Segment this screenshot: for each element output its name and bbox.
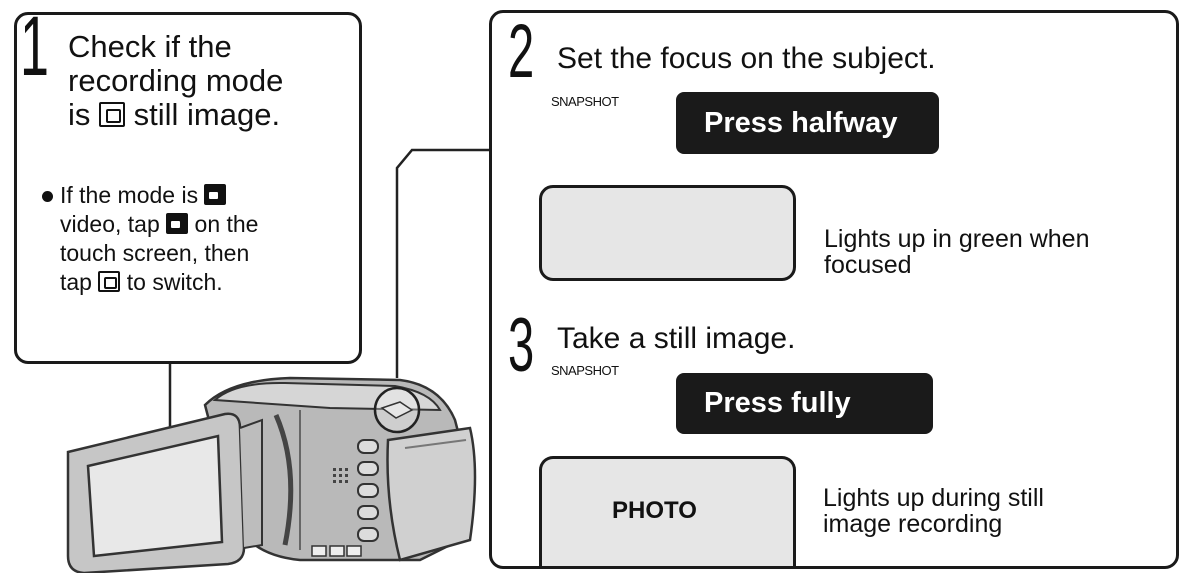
step3-desc-line1: Lights up during still xyxy=(823,484,1044,512)
step3-desc-line2: image recording xyxy=(823,510,1003,538)
step1-panel xyxy=(14,12,362,364)
step2-snapshot-label: SNAPSHOT xyxy=(551,94,619,109)
note-line2-post: on the xyxy=(194,211,259,237)
step1-number: 1 xyxy=(20,0,49,93)
step2-number: 2 xyxy=(508,9,534,94)
step1-note-line1: If the mode is xyxy=(60,181,350,210)
step1-title-pre: is xyxy=(68,97,91,132)
note-line4-post: to switch. xyxy=(126,269,223,295)
step1-title-line1: Check if the xyxy=(68,29,232,64)
step3-lcd-screen xyxy=(539,456,796,566)
step1-title-line2: recording mode xyxy=(68,63,284,98)
step3-title: Take a still image. xyxy=(557,322,796,355)
step2-indicator-description: Lights up in green when focused xyxy=(824,226,1174,278)
step3-snapshot-label: SNAPSHOT xyxy=(551,363,619,378)
step23-connector-line xyxy=(395,148,489,378)
note-line1-text: If the mode is xyxy=(60,182,199,208)
still-camera-icon xyxy=(98,271,121,292)
note-line4-pre: tap xyxy=(60,269,92,295)
lcd-monitor-illustration xyxy=(66,412,263,573)
step2-desc-line1: Lights up in green when xyxy=(824,225,1090,253)
still-camera-icon xyxy=(99,102,126,127)
video-camera-icon xyxy=(204,184,227,205)
step1-title: Check if the recording mode is still ima… xyxy=(68,30,338,132)
camcorder-illustration xyxy=(203,376,477,562)
step1-note-line4: tap to switch. xyxy=(60,268,350,297)
video-camera-icon xyxy=(166,213,189,234)
step2-lcd-screen xyxy=(539,185,796,281)
step2-action-tag: Press halfway xyxy=(676,92,939,154)
step2-desc-line2: focused xyxy=(824,251,912,279)
step1-title-line3: is still image. xyxy=(68,98,338,132)
step3-action-tag: Press fully xyxy=(676,373,933,434)
step1-title-post: still image. xyxy=(133,97,281,132)
step3-indicator-description: Lights up during still image recording xyxy=(823,485,1163,537)
step1-note: If the mode is video, tap on the touch s… xyxy=(60,181,350,297)
step3-number: 3 xyxy=(508,303,534,388)
step1-note-line3: touch screen, then xyxy=(60,240,250,266)
step1-note-line2: video, tap on the xyxy=(60,210,350,239)
bullet-icon xyxy=(42,191,53,202)
photo-indicator: PHOTO xyxy=(612,497,697,524)
step2-title: Set the focus on the subject. xyxy=(557,42,936,75)
note-line2-pre: video, tap xyxy=(60,211,160,237)
